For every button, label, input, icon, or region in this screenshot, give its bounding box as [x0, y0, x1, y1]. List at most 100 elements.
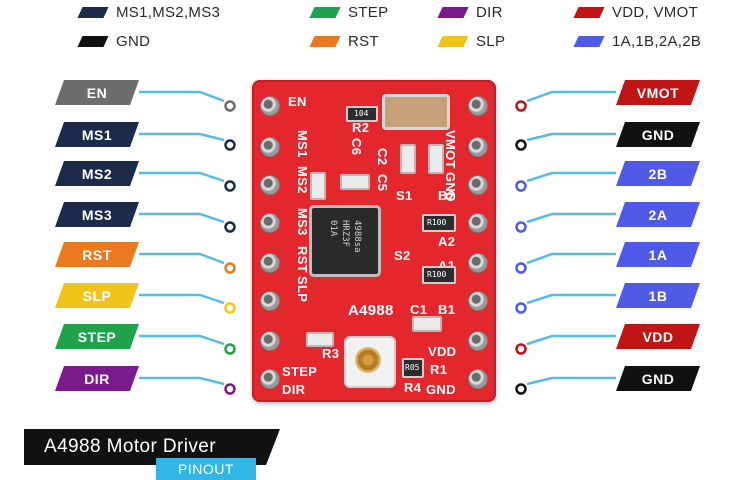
pin-dot-right-5: [515, 302, 527, 314]
pin-dot-left-6: [224, 343, 236, 355]
pin-badge-left-label: SLP: [82, 287, 112, 304]
pin-dot-right-7: [515, 383, 527, 395]
wire-left-2: [139, 171, 225, 183]
wire-left-7: [139, 376, 225, 386]
label-c6: C6: [349, 138, 364, 156]
board-pin-hole-left-7: [260, 369, 280, 389]
pin-dot-right-6: [515, 343, 527, 355]
legend-label-vdd: VDD, VMOT: [612, 4, 699, 21]
board-pin-hole-right-4: [468, 253, 488, 273]
silk-right-vmot: VMOT: [443, 130, 458, 169]
pin-badge-right-label: GND: [641, 126, 675, 143]
pin-badge-left-en: EN: [55, 80, 139, 105]
diagram-subtitle: PINOUT: [178, 461, 234, 477]
wire-right-3: [526, 212, 616, 224]
silk-left-step: STEP: [282, 364, 318, 379]
pin-dot-right-0: [515, 100, 527, 112]
wire-right-2: [526, 171, 616, 183]
pin-dot-left-5: [224, 302, 236, 314]
wire-right-4: [526, 252, 616, 265]
sense-resistor-1-label: R100: [427, 218, 447, 227]
board-pin-hole-left-2: [260, 175, 280, 195]
label-c5: C5: [375, 174, 390, 192]
board-pin-hole-left-0: [260, 96, 280, 116]
legend-item-rst: RST: [309, 33, 379, 50]
pin-badge-left-slp: SLP: [55, 283, 139, 308]
label-r4: R4: [404, 380, 422, 395]
pin-badge-right-label: 2A: [648, 206, 668, 223]
legend-label-ms: MS1,MS2,MS3: [116, 4, 221, 21]
label-r1: R1: [430, 362, 448, 377]
capacitor-b: [340, 174, 370, 190]
wire-right-7: [526, 376, 616, 386]
pin-badge-left-label: RST: [82, 246, 112, 263]
resistor-r05: R05: [402, 358, 424, 378]
pin-badge-right-label: 1A: [648, 246, 668, 263]
wire-left-5: [139, 293, 225, 305]
resistor-r05-label: R05: [405, 363, 420, 372]
resistor-104-label: 104: [354, 109, 369, 118]
legend-item-gnd: GND: [77, 33, 151, 50]
board-pin-hole-right-5: [468, 291, 488, 311]
board-pin-hole-right-2: [468, 175, 488, 195]
label-c2: C2: [375, 148, 390, 166]
wire-left-0: [139, 90, 225, 103]
pin-badge-right-2b: 2B: [616, 161, 700, 186]
pin-badge-right-1a: 1A: [616, 242, 700, 267]
pin-dot-left-2: [224, 180, 236, 192]
legend-label-step: STEP: [348, 4, 389, 21]
pin-badge-right-vdd: VDD: [616, 324, 700, 349]
silk-right-a2: A2: [438, 234, 456, 249]
silk-left-slp: SLP: [295, 276, 310, 303]
pin-badge-right-1b: 1B: [616, 283, 700, 308]
pin-dot-left-7: [224, 383, 236, 395]
label-c1: C1: [410, 302, 428, 317]
board-pin-hole-left-4: [260, 253, 280, 273]
wire-right-0: [526, 90, 616, 103]
label-r3: R3: [322, 346, 340, 361]
pin-dot-left-3: [224, 221, 236, 233]
silk-left-ms3: MS3: [295, 208, 310, 236]
capacitor-e: [412, 316, 442, 332]
capacitor-a: [310, 172, 326, 200]
capacitor-c: [400, 144, 416, 174]
pin-badge-right-label: GND: [641, 370, 675, 387]
silk-right-b1: B1: [438, 302, 456, 317]
pin-badge-left-label: MS2: [81, 165, 113, 182]
wire-left-3: [139, 212, 225, 224]
board-pin-hole-right-7: [468, 369, 488, 389]
pin-badge-left-label: DIR: [84, 370, 110, 387]
legend-label-coils: 1A,1B,2A,2B: [612, 33, 702, 50]
pin-badge-right-label: VDD: [642, 328, 674, 345]
pin-badge-left-label: STEP: [77, 328, 117, 345]
silk-right-gnd-bottom: GND: [426, 382, 456, 397]
legend-label-rst: RST: [348, 33, 379, 50]
current-trimmer-pot: [344, 336, 396, 388]
electrolytic-capacitor: [382, 94, 450, 130]
legend-item-dir: DIR: [437, 4, 503, 21]
pin-badge-right-2a: 2A: [616, 202, 700, 227]
legend-label-slp: SLP: [476, 33, 506, 50]
silk-left-rst: RST: [295, 246, 310, 273]
silk-left-en: EN: [288, 94, 307, 109]
pin-badge-left-label: MS1: [81, 126, 113, 143]
pin-badge-right-label: 1B: [648, 287, 668, 304]
pin-badge-left-ms1: MS1: [55, 122, 139, 147]
wire-left-1: [139, 132, 225, 142]
pin-badge-right-label: 2B: [648, 165, 668, 182]
board-pin-hole-right-0: [468, 96, 488, 116]
legend-label-gnd: GND: [116, 33, 151, 50]
silk-right-vdd: VDD: [428, 344, 457, 359]
capacitor-d: [428, 144, 444, 174]
diagram-title: A4988 Motor Driver: [44, 436, 216, 457]
sense-resistor-1: R100: [422, 214, 456, 232]
a4988-board: EN MS1 MS2 MS3 RST SLP STEP DIR VMOT GND…: [252, 80, 496, 402]
wire-right-1: [526, 132, 616, 142]
legend-item-vdd: VDD, VMOT: [573, 4, 699, 21]
pin-badge-left-label: MS3: [81, 206, 113, 223]
silk-left-dir: DIR: [282, 382, 306, 397]
label-r2: R2: [352, 120, 370, 135]
pin-badge-right-label: VMOT: [636, 84, 680, 101]
a4988-chip: 4988sa HRZ3F 01A: [312, 208, 378, 274]
